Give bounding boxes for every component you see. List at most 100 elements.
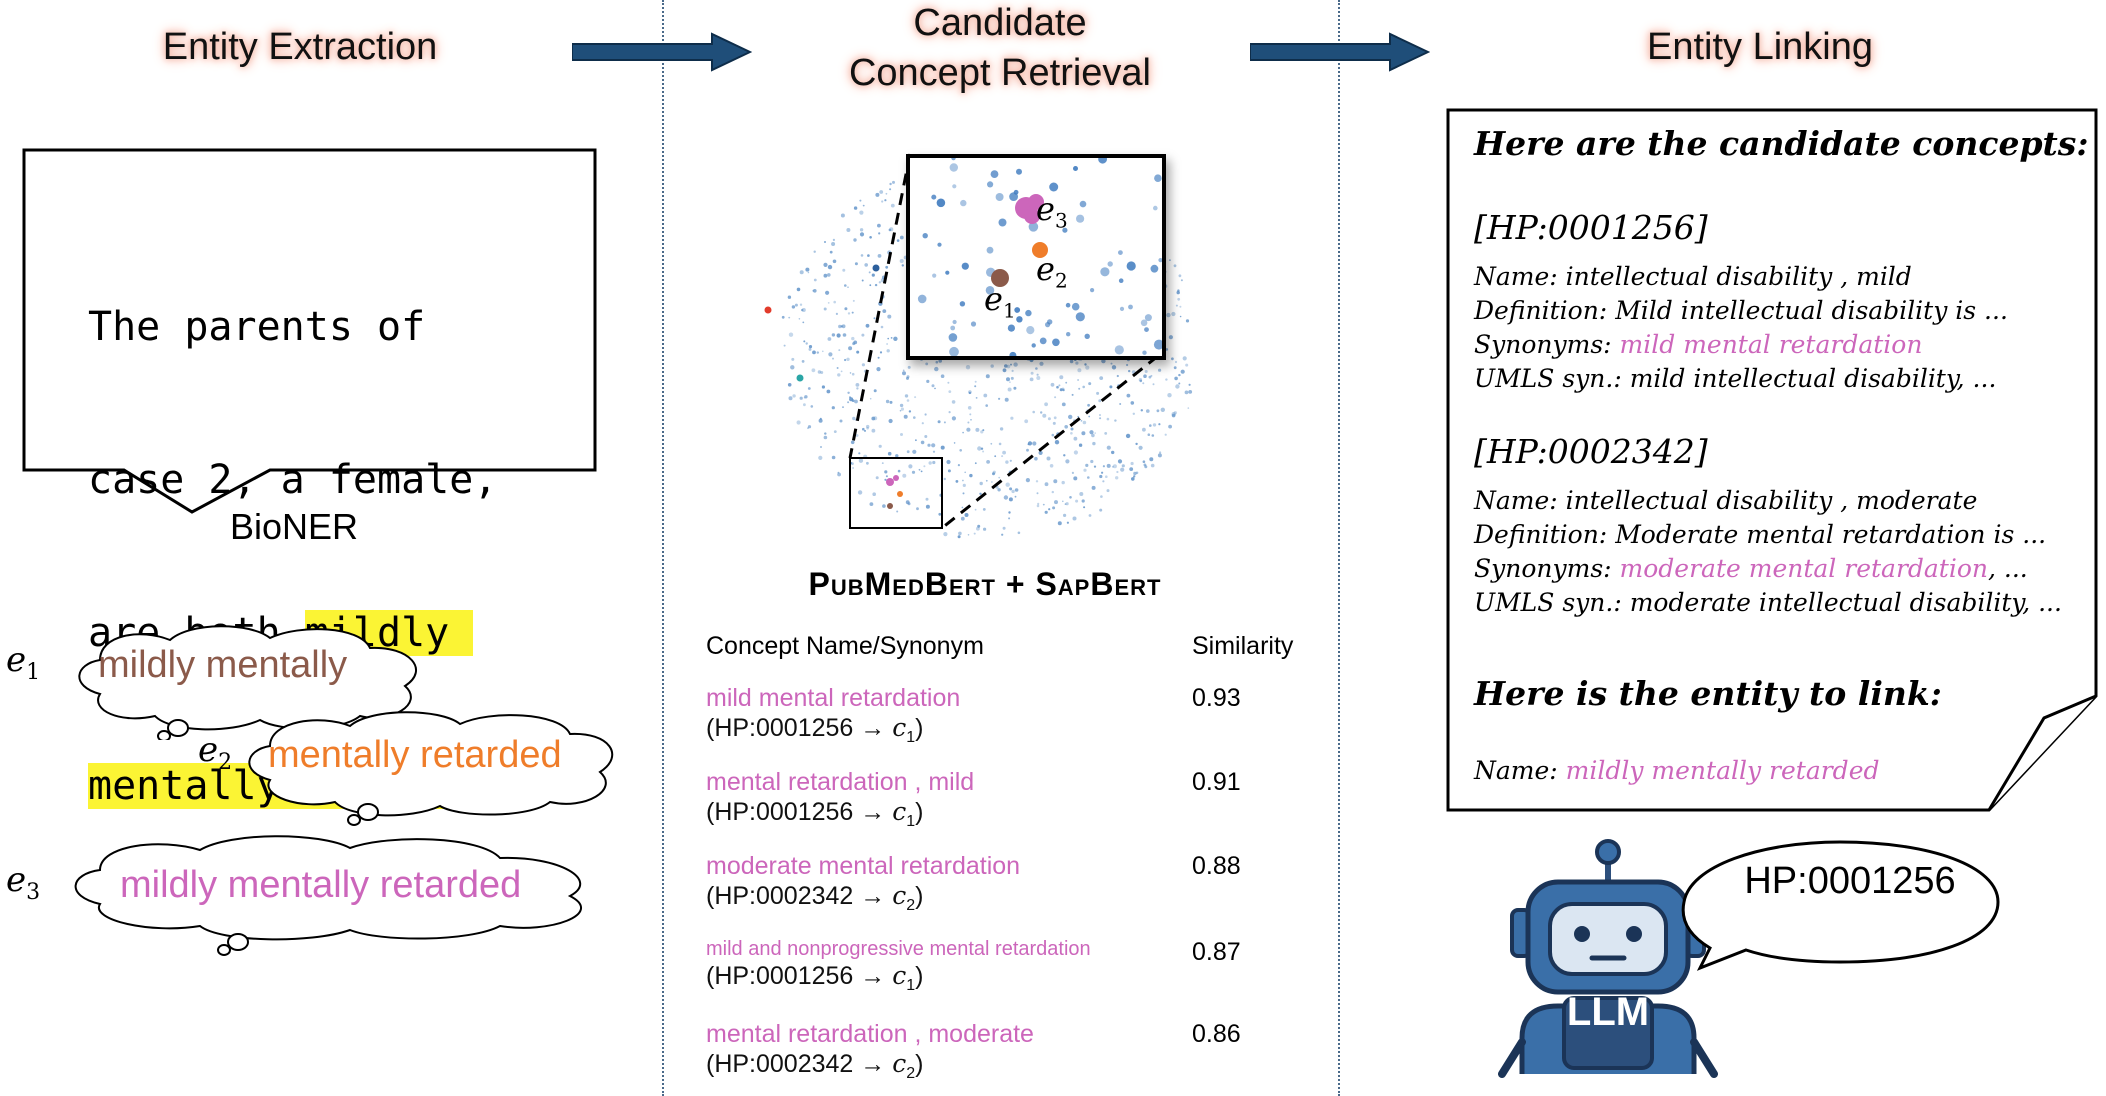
embedding-point [1008, 511, 1011, 514]
embedding-point [1150, 264, 1159, 273]
embedding-point [897, 469, 901, 473]
embedding-point [962, 431, 964, 434]
embedding-point [962, 479, 964, 482]
embedding-point [871, 428, 876, 433]
embedding-point [788, 396, 793, 401]
embedding-point [902, 473, 907, 478]
embedding-point [1131, 477, 1135, 481]
embedding-point [1158, 368, 1162, 372]
concept-definition-line: Definition: Moderate mental retardation … [1474, 520, 2047, 549]
embedding-point [938, 359, 942, 363]
concept-id: (HP:0002342 → c2) [706, 881, 924, 914]
embedding-point [1125, 433, 1131, 439]
embedding-point [849, 397, 854, 402]
embedding-point [1111, 450, 1115, 455]
embedding-point [906, 399, 910, 402]
entity-name-line: Name: mildly mentally retarded [1474, 756, 1880, 785]
embedding-point [1011, 489, 1015, 494]
embedding-point [892, 180, 895, 184]
embedding-point [1149, 457, 1154, 462]
embedding-point [884, 199, 887, 202]
embedding-point [807, 427, 809, 430]
embedding-point [1064, 425, 1068, 429]
inset-label-e2: e2 [1036, 250, 1068, 293]
embedding-point [860, 254, 864, 257]
embedding-point [1004, 397, 1009, 402]
embedding-point [973, 532, 976, 535]
embedding-point [968, 390, 972, 394]
embedding-point [796, 420, 801, 425]
concept-id: (HP:0002342 → c2) [706, 1049, 924, 1082]
embedding-point [932, 273, 937, 278]
embedding-point [837, 471, 840, 474]
embedding-point [875, 476, 879, 480]
embedding-point [1090, 288, 1095, 293]
embedding-point [820, 371, 824, 374]
concept-id: (HP:0001256 → c1) [706, 961, 924, 994]
embedding-point [980, 430, 984, 434]
embedding-point [953, 442, 956, 444]
embedding-point [1091, 485, 1096, 490]
embedding-point [908, 464, 913, 469]
embedding-point [905, 500, 910, 505]
embedding-point [1049, 182, 1059, 192]
embedding-point [1173, 264, 1177, 268]
embedding-point [992, 472, 995, 476]
embedding-point [1039, 361, 1044, 366]
embedding-point [967, 421, 970, 424]
entity-text-2: mentally retarded [268, 734, 562, 776]
embedding-point [849, 372, 852, 374]
zoom-inset [906, 154, 1166, 360]
embedding-point [1144, 314, 1152, 322]
embedding-point [1126, 261, 1136, 271]
embedding-point [1178, 274, 1182, 278]
embedding-point [1062, 227, 1068, 233]
embedding-point [805, 342, 808, 345]
embedding-point [932, 460, 936, 465]
embedding-point [908, 410, 912, 413]
entity-point [886, 478, 894, 486]
embedding-point [998, 442, 1002, 446]
embedding-point [844, 358, 847, 362]
embedding-point [820, 446, 822, 448]
embedding-point [1100, 495, 1103, 498]
embedding-point [807, 387, 811, 390]
table-row: mental retardation , moderate (HP:000234… [706, 1020, 1346, 1083]
embedding-point [1098, 399, 1102, 403]
embedding-point [1026, 326, 1035, 335]
embedding-point [1180, 279, 1183, 282]
embedding-point [1047, 417, 1051, 421]
embedding-point [796, 374, 804, 382]
embedding-point [925, 497, 929, 501]
embedding-point [824, 241, 826, 243]
embedding-point [886, 349, 890, 353]
embedding-point [1177, 297, 1181, 301]
embedding-point [1142, 382, 1145, 385]
embedding-point [859, 232, 865, 237]
embedding-point [846, 228, 851, 232]
embedding-point [936, 198, 946, 208]
embedding-point [1036, 373, 1039, 376]
embedding-point [1083, 506, 1086, 509]
embedding-point [889, 182, 892, 186]
embedding-point [859, 199, 862, 202]
embedding-point [1107, 261, 1113, 267]
embedding-point [959, 301, 966, 307]
embedding-point [1109, 385, 1113, 389]
embedding-point [829, 250, 833, 254]
embedding-point [871, 273, 875, 277]
embedding-point [847, 286, 849, 288]
embedding-point [1036, 492, 1039, 495]
embedding-point [987, 181, 994, 188]
embedding-point [1083, 468, 1087, 472]
bioner-label: BioNER [230, 506, 359, 547]
embedding-point [924, 435, 928, 438]
embedding-point [819, 417, 822, 420]
embedding-point [931, 384, 935, 388]
embedding-point [813, 250, 816, 253]
embedding-point [879, 190, 884, 194]
embedding-point [1065, 302, 1071, 308]
embedding-point [764, 306, 772, 314]
embedding-point [861, 363, 865, 367]
embedding-point [1132, 412, 1135, 415]
